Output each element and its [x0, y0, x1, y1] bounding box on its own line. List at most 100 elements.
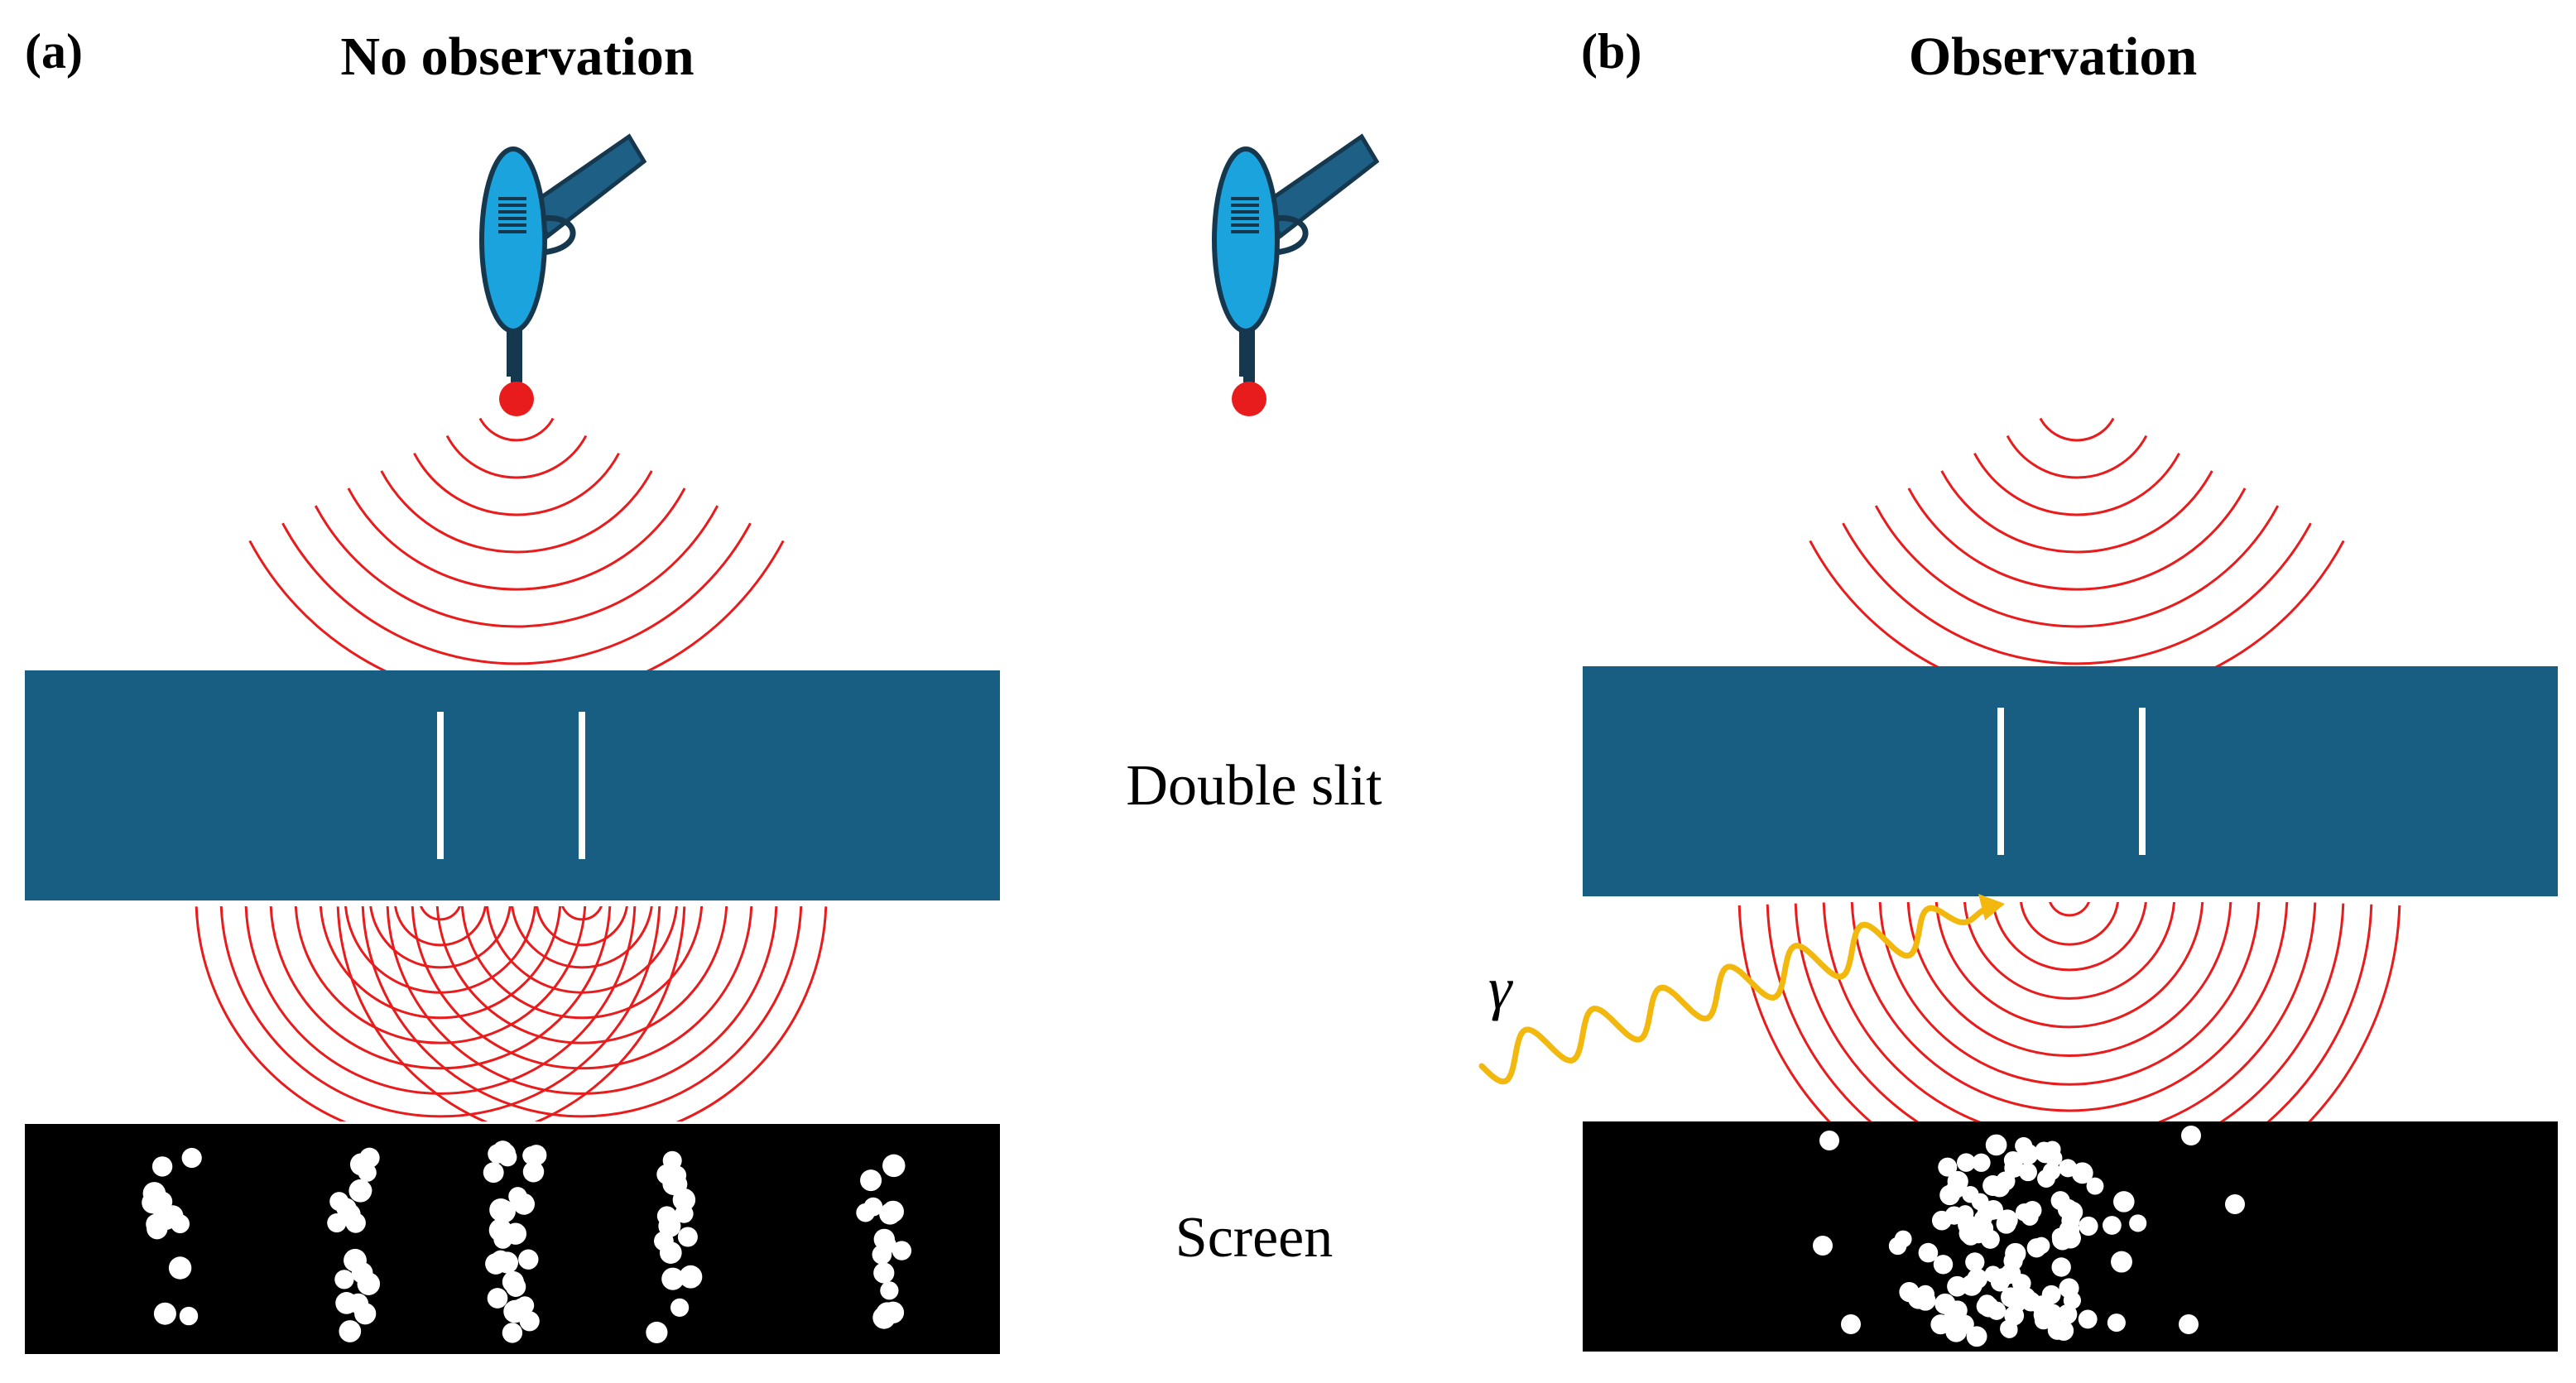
electron-hit	[1819, 1131, 1839, 1150]
screen-label: Screen	[1175, 1206, 1333, 1270]
electron-hit	[677, 1227, 698, 1247]
electron-hit	[489, 1198, 512, 1222]
electron-hit	[483, 1162, 504, 1184]
electron-hit	[873, 1262, 895, 1284]
electron-hit	[2111, 1251, 2132, 1273]
particle-hits	[1813, 1126, 2245, 1347]
electron-hit	[2059, 1159, 2078, 1178]
wave-arc	[2020, 902, 2119, 946]
electron-hit	[168, 1256, 192, 1280]
electron-hit	[2113, 1191, 2135, 1213]
electron-hit	[876, 1302, 899, 1325]
wave-arc	[1992, 902, 2147, 972]
wave-arc	[394, 906, 487, 947]
electron-hit	[1954, 1314, 1974, 1334]
electron-hit	[882, 1154, 906, 1178]
electron-hit	[1978, 1294, 1997, 1313]
electron-gun-icon	[479, 133, 647, 416]
electron-hit	[856, 1203, 875, 1222]
gun-body	[1212, 146, 1280, 334]
electron-hit	[1934, 1293, 1956, 1314]
electron-hit	[2079, 1216, 2098, 1237]
electron-hit	[1971, 1193, 1989, 1211]
electron-hit	[2057, 1304, 2078, 1324]
wave-arc	[1906, 902, 2232, 1058]
wave-arc	[1794, 903, 2345, 1121]
electron-hit	[2033, 1304, 2055, 1326]
wave-group	[1737, 902, 2401, 1121]
electron-hit	[2005, 1242, 2026, 1265]
electron-hit	[179, 1306, 199, 1326]
electron-hit	[2103, 1216, 2122, 1235]
double-slit-barrier	[25, 670, 1000, 900]
electron-hit	[505, 1276, 526, 1297]
wave-arc	[344, 906, 536, 994]
wave-arc	[269, 906, 612, 1070]
wave-arc	[219, 906, 661, 1118]
electron-hit	[485, 1253, 507, 1275]
electron-hit	[1813, 1236, 1833, 1256]
wave-arc	[380, 470, 653, 554]
electron-hit	[2179, 1314, 2199, 1334]
wave-arc	[314, 505, 719, 628]
electron-hit	[518, 1249, 539, 1270]
photon-arrowhead	[1978, 894, 2005, 920]
electron-hit	[661, 1267, 685, 1290]
electron-hit	[1958, 1214, 1978, 1236]
electron-hit	[151, 1191, 173, 1213]
electron-hit	[336, 1198, 357, 1218]
electron-hit	[488, 1144, 507, 1164]
electron-hit	[334, 1270, 354, 1289]
electron-hit	[1938, 1157, 1958, 1177]
panel-a: (a) No observation	[25, 24, 1000, 1354]
electron-hit	[1957, 1153, 1976, 1172]
electron-hit	[516, 1296, 535, 1315]
panel-a-tag: (a)	[25, 24, 83, 79]
wave-arc	[411, 906, 753, 1070]
electron-hit	[1931, 1210, 1952, 1231]
wave-arc	[1842, 522, 2312, 665]
electron-hit	[1965, 1252, 1985, 1272]
wave-arc	[1973, 452, 2180, 516]
wave-arc	[361, 906, 803, 1118]
gun-trigger	[537, 215, 576, 256]
wave-arc	[445, 435, 588, 479]
electron-hit	[1983, 1199, 2004, 1220]
electron-hit	[1947, 1170, 1968, 1193]
electron-hit	[1907, 1288, 1930, 1309]
electron-hit	[1947, 1275, 1968, 1297]
gun-trigger	[1270, 215, 1309, 256]
wave-arc	[336, 906, 828, 1121]
electron-source-dot	[499, 382, 534, 416]
electron-hit	[2181, 1126, 2201, 1145]
wave-arc	[2049, 902, 2090, 917]
electron-hit	[860, 1169, 882, 1192]
electron-hit	[2035, 1141, 2053, 1160]
electron-hit	[1888, 1237, 1907, 1256]
electron-hit	[2078, 1309, 2098, 1329]
source-waves	[1809, 417, 2345, 703]
wave-arc	[486, 906, 678, 994]
wave-arc	[2006, 435, 2148, 479]
electron-hit	[2059, 1227, 2081, 1249]
electron-hit	[873, 1228, 895, 1251]
diffraction-waves	[1737, 902, 2401, 1121]
electron-hit	[522, 1161, 545, 1183]
electron-hit	[2063, 1291, 2082, 1309]
panel-b: (b) Observation γ	[1212, 24, 2558, 1352]
wave-arc	[244, 906, 637, 1095]
wave-arc	[1766, 904, 2373, 1121]
electron-hit	[2000, 1319, 2018, 1337]
electron-hit	[880, 1281, 899, 1300]
wave-arc	[511, 906, 653, 969]
wave-arc	[195, 906, 686, 1121]
electron-hit	[892, 1241, 912, 1261]
electron-hit	[153, 1302, 176, 1325]
electron-hit	[487, 1288, 508, 1309]
electron-gun-icon	[1212, 133, 1380, 416]
diffraction-waves	[195, 906, 828, 1121]
wave-arc	[413, 452, 620, 516]
wave-arc	[1934, 902, 2204, 1029]
electron-hit	[351, 1261, 373, 1284]
wave-arc	[319, 906, 562, 1020]
